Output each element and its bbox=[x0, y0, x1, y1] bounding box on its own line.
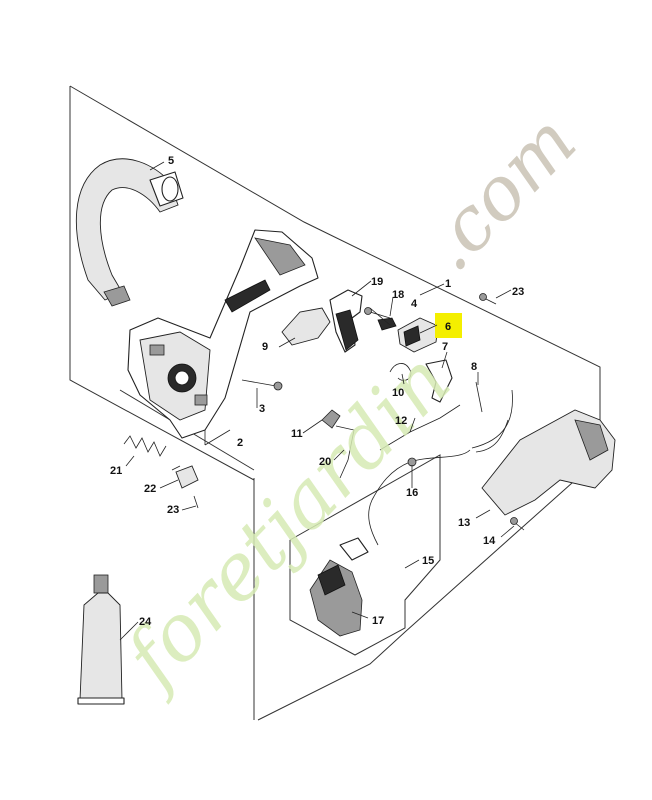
callout-1[interactable]: 1 bbox=[445, 278, 451, 290]
spring-part-21 bbox=[123, 435, 167, 457]
handle-cover-part bbox=[481, 409, 616, 516]
pin-part-8 bbox=[475, 381, 483, 413]
callout-6[interactable]: 6 bbox=[445, 321, 451, 333]
screw-part-23-lower bbox=[193, 495, 199, 509]
callout-16[interactable]: 16 bbox=[406, 487, 418, 499]
callout-20[interactable]: 20 bbox=[319, 456, 331, 468]
callout-7[interactable]: 7 bbox=[442, 341, 448, 353]
callout-18[interactable]: 18 bbox=[392, 289, 404, 301]
callout-12[interactable]: 12 bbox=[395, 415, 407, 427]
cover-part-9 bbox=[281, 307, 331, 346]
callout-3[interactable]: 3 bbox=[259, 403, 265, 415]
clip-part-11 bbox=[321, 409, 341, 429]
callout-23-upper[interactable]: 23 bbox=[512, 286, 524, 298]
callout-19[interactable]: 19 bbox=[371, 276, 383, 288]
throttle-rod-part bbox=[379, 404, 461, 451]
buffer-part-22 bbox=[171, 465, 199, 489]
screw-part-14 bbox=[510, 517, 525, 531]
callout-13[interactable]: 13 bbox=[458, 517, 470, 529]
leader-lines bbox=[119, 161, 515, 641]
switch-part-6 bbox=[397, 317, 439, 353]
callout-2[interactable]: 2 bbox=[237, 437, 243, 449]
callout-10[interactable]: 10 bbox=[392, 387, 404, 399]
cable-harness-part bbox=[368, 389, 513, 546]
callout-23-lower[interactable]: 23 bbox=[167, 504, 179, 516]
callout-11[interactable]: 11 bbox=[291, 428, 303, 440]
callout-14[interactable]: 14 bbox=[483, 535, 496, 547]
screw-part-23-upper bbox=[479, 293, 497, 305]
lever-part-7 bbox=[425, 359, 453, 403]
callout-21[interactable]: 21 bbox=[110, 465, 122, 477]
callout-9[interactable]: 9 bbox=[262, 341, 268, 353]
callout-4[interactable]: 4 bbox=[411, 298, 418, 310]
callout-5[interactable]: 5 bbox=[168, 155, 174, 167]
connector-board-part bbox=[309, 537, 369, 637]
throttle-trigger-part bbox=[329, 289, 363, 353]
callout-labels: 1 2 3 4 5 6 7 8 9 10 11 12 13 14 15 16 1… bbox=[110, 155, 524, 628]
screw-part-18 bbox=[364, 307, 391, 319]
watermark-text-gray: .com bbox=[406, 98, 593, 287]
wire-part-20 bbox=[335, 425, 355, 479]
rear-handle-housing-part bbox=[127, 229, 319, 439]
pin-part-4 bbox=[377, 317, 397, 331]
callout-6-highlight bbox=[435, 313, 462, 338]
callout-24[interactable]: 24 bbox=[139, 616, 152, 628]
callout-17[interactable]: 17 bbox=[372, 615, 384, 627]
front-handle-part bbox=[75, 158, 184, 307]
spring-part-10 bbox=[389, 363, 412, 381]
grease-tube-part bbox=[77, 574, 125, 705]
subassembly-frame-15 bbox=[289, 454, 441, 656]
callout-15[interactable]: 15 bbox=[422, 555, 434, 567]
screw-part-3 bbox=[241, 379, 283, 391]
callout-22[interactable]: 22 bbox=[144, 483, 156, 495]
callout-8[interactable]: 8 bbox=[471, 361, 477, 373]
